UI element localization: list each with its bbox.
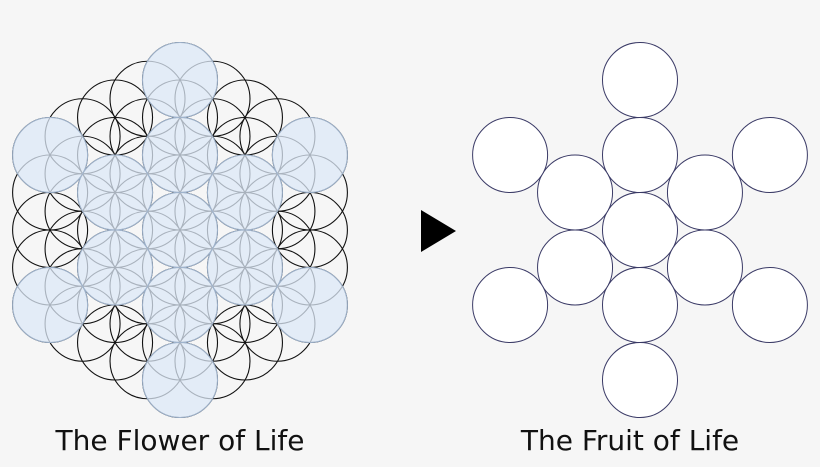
flower-highlight-circle — [142, 117, 218, 193]
fruit-of-life-caption: The Fruit of Life — [520, 424, 740, 457]
flower-highlight-circle — [271, 267, 348, 343]
flower-highlight-circle — [12, 117, 89, 193]
fruit-circle — [666, 154, 743, 231]
fruit-of-life — [472, 42, 808, 418]
flower-highlight-circle — [142, 342, 218, 418]
flower-of-life — [12, 41, 348, 419]
fruit-circle — [666, 229, 743, 306]
flower-highlight-circle — [271, 117, 348, 193]
fruit-circle — [602, 342, 678, 418]
fruit-circle — [602, 267, 678, 343]
flower-highlight-circle — [206, 229, 283, 306]
fruit-circle — [602, 42, 678, 118]
flower-highlighted-circles — [12, 42, 348, 418]
fruit-circle — [602, 192, 678, 268]
play-triangle-icon — [421, 210, 456, 252]
flower-highlight-circle — [12, 267, 89, 343]
flower-of-life-caption: The Flower of Life — [55, 424, 305, 457]
fruit-circle — [472, 117, 549, 193]
flower-highlight-circle — [142, 192, 218, 268]
flower-highlight-circle — [142, 42, 218, 118]
fruit-circle — [731, 117, 808, 193]
flower-highlight-circle — [206, 154, 283, 231]
fruit-circle — [731, 267, 808, 343]
flower-highlight-circle — [77, 154, 154, 231]
fruit-circle — [537, 154, 614, 231]
flower-highlight-circle — [77, 229, 154, 306]
fruit-circle — [472, 267, 549, 343]
fruit-circle — [537, 229, 614, 306]
flower-highlight-circle — [142, 267, 218, 343]
fruit-circle — [602, 117, 678, 193]
